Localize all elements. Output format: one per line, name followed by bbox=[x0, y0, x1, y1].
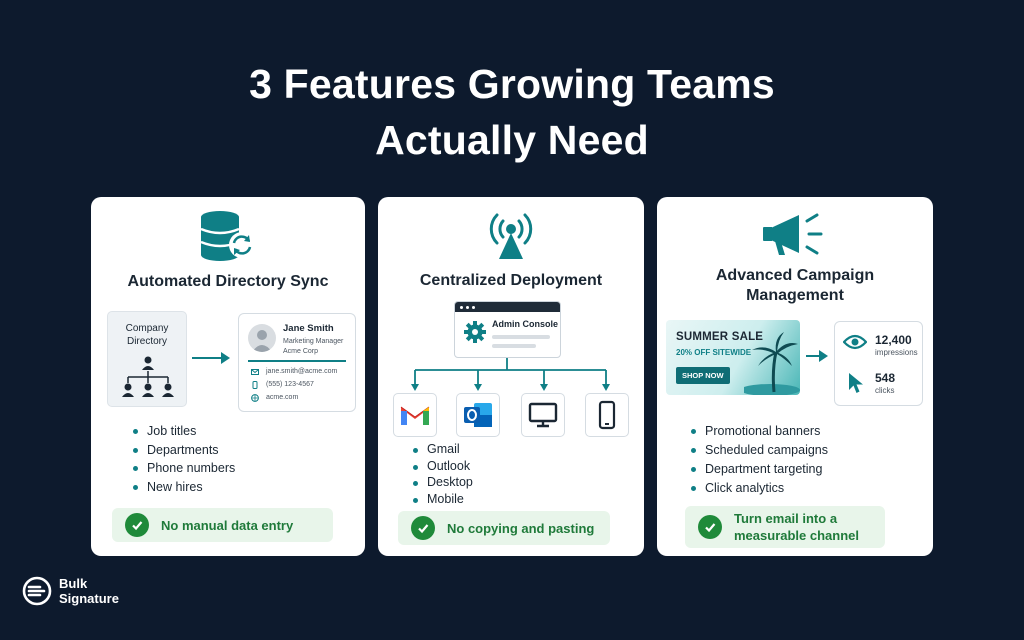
arrow-right-icon bbox=[806, 350, 828, 362]
org-chart-icon bbox=[122, 356, 174, 397]
feature-card-campaign-management: Advanced Campaign Management SUMMER SALE… bbox=[657, 197, 933, 556]
brand-name-line-2: Signature bbox=[59, 591, 119, 606]
callout-campaign-management: Turn email into a measurable channel bbox=[685, 506, 885, 548]
list-item: Click analytics bbox=[691, 479, 828, 498]
list-item: Scheduled campaigns bbox=[691, 441, 828, 460]
card-title-line-1: Advanced Campaign bbox=[715, 267, 875, 284]
callout-directory-sync: No manual data entry bbox=[112, 508, 333, 542]
bullet-list-directory-sync: Job titles Departments Phone numbers New… bbox=[133, 422, 235, 496]
distribution-arrows bbox=[411, 358, 610, 391]
desktop-tile bbox=[521, 393, 565, 437]
mail-icon bbox=[251, 368, 259, 376]
eye-icon bbox=[843, 334, 867, 350]
shop-now-button[interactable]: SHOP NOW bbox=[676, 367, 730, 384]
contact-phone-row: (555) 123-4567 bbox=[251, 380, 314, 389]
card-title-directory-sync: Automated Directory Sync bbox=[127, 273, 329, 290]
card-title-centralized-deployment: Centralized Deployment bbox=[419, 272, 603, 289]
company-directory-box: Company Directory bbox=[107, 311, 187, 407]
contact-company: Acme Corp bbox=[283, 348, 319, 355]
mobile-icon bbox=[598, 400, 616, 430]
contact-email-row: jane.smith@acme.com bbox=[251, 367, 337, 376]
bulk-signature-logo-icon bbox=[22, 576, 52, 606]
list-item: Desktop bbox=[413, 474, 473, 491]
headline-line-1: 3 Features Growing Teams bbox=[249, 61, 775, 107]
check-icon bbox=[411, 516, 435, 540]
broadcast-antenna-icon bbox=[489, 213, 533, 259]
phone-icon bbox=[251, 380, 259, 389]
megaphone-icon bbox=[763, 213, 823, 255]
globe-icon bbox=[251, 393, 259, 402]
mobile-tile bbox=[585, 393, 629, 437]
company-directory-label: Company Directory bbox=[125, 323, 169, 347]
contact-website-row: acme.com bbox=[251, 393, 298, 402]
admin-console-window: Admin Console bbox=[454, 301, 561, 358]
gmail-icon bbox=[400, 406, 430, 425]
outlook-icon bbox=[464, 403, 492, 427]
arrow-right-icon bbox=[192, 352, 230, 364]
list-item: Job titles bbox=[133, 422, 235, 441]
gmail-tile bbox=[393, 393, 437, 437]
callout-centralized-deployment: No copying and pasting bbox=[398, 511, 610, 545]
callout-text: Turn email into a measurable channel bbox=[734, 510, 859, 544]
callout-line-2: measurable channel bbox=[734, 528, 859, 543]
list-item: Phone numbers bbox=[133, 459, 235, 478]
list-item: Outlook bbox=[413, 458, 473, 475]
contact-phone: (555) 123-4567 bbox=[266, 381, 314, 388]
impressions-value: 12,400 bbox=[875, 333, 912, 347]
contact-email: jane.smith@acme.com bbox=[266, 368, 338, 375]
window-titlebar bbox=[455, 302, 560, 312]
clicks-label: clicks bbox=[875, 386, 895, 395]
card-title-campaign-management: Advanced Campaign Management bbox=[657, 266, 933, 306]
list-item: Gmail bbox=[413, 441, 473, 458]
palm-tree-icon bbox=[744, 332, 800, 395]
feature-card-centralized-deployment: Centralized Deployment Admin Console bbox=[378, 197, 644, 556]
banner-headline: SUMMER SALE bbox=[676, 331, 764, 343]
callout-text: No manual data entry bbox=[161, 517, 294, 533]
banner-subline: 20% OFF SITEWIDE bbox=[676, 348, 752, 357]
contact-divider bbox=[248, 360, 346, 362]
brand-name-line-1: Bulk bbox=[59, 576, 88, 591]
headline-line-2: Actually Need bbox=[375, 117, 649, 163]
promo-banner: SUMMER SALE 20% OFF SITEWIDE SHOP NOW bbox=[666, 320, 800, 395]
headline: 3 Features Growing Teams Actually Need bbox=[0, 56, 1024, 168]
contact-role: Marketing Manager bbox=[283, 338, 344, 345]
card-title-line-2: Management bbox=[746, 287, 844, 304]
admin-console-label: Admin Console bbox=[492, 319, 559, 329]
bullet-list-centralized-deployment: Gmail Outlook Desktop Mobile bbox=[413, 441, 473, 507]
contact-signature-card: Jane Smith Marketing Manager Acme Corp j… bbox=[238, 313, 356, 412]
list-item: New hires bbox=[133, 478, 235, 497]
check-icon bbox=[698, 515, 722, 539]
list-item: Promotional banners bbox=[691, 422, 828, 441]
campaign-stats-card: 12,400 impressions 548 clicks bbox=[834, 321, 923, 406]
desktop-icon bbox=[528, 402, 558, 428]
brand-name: Bulk Signature bbox=[59, 576, 119, 606]
outlook-tile bbox=[456, 393, 500, 437]
contact-website: acme.com bbox=[266, 394, 299, 401]
avatar bbox=[248, 324, 276, 352]
placeholder-line bbox=[492, 344, 536, 348]
placeholder-line bbox=[492, 335, 550, 339]
list-item: Department targeting bbox=[691, 460, 828, 479]
contact-name: Jane Smith bbox=[283, 323, 334, 334]
callout-line-1: Turn email into a bbox=[734, 511, 838, 526]
impressions-label: impressions bbox=[875, 348, 918, 357]
cursor-icon bbox=[849, 373, 863, 393]
check-icon bbox=[125, 513, 149, 537]
database-sync-icon bbox=[200, 211, 255, 261]
clicks-value: 548 bbox=[875, 371, 896, 385]
list-item: Departments bbox=[133, 441, 235, 460]
bullet-list-campaign-management: Promotional banners Scheduled campaigns … bbox=[691, 422, 828, 498]
list-item: Mobile bbox=[413, 491, 473, 508]
gear-icon bbox=[464, 321, 486, 343]
callout-text: No copying and pasting bbox=[447, 520, 595, 536]
feature-card-directory-sync: Automated Directory Sync Company Directo… bbox=[91, 197, 365, 556]
brand-logo[interactable]: Bulk Signature bbox=[22, 576, 119, 606]
